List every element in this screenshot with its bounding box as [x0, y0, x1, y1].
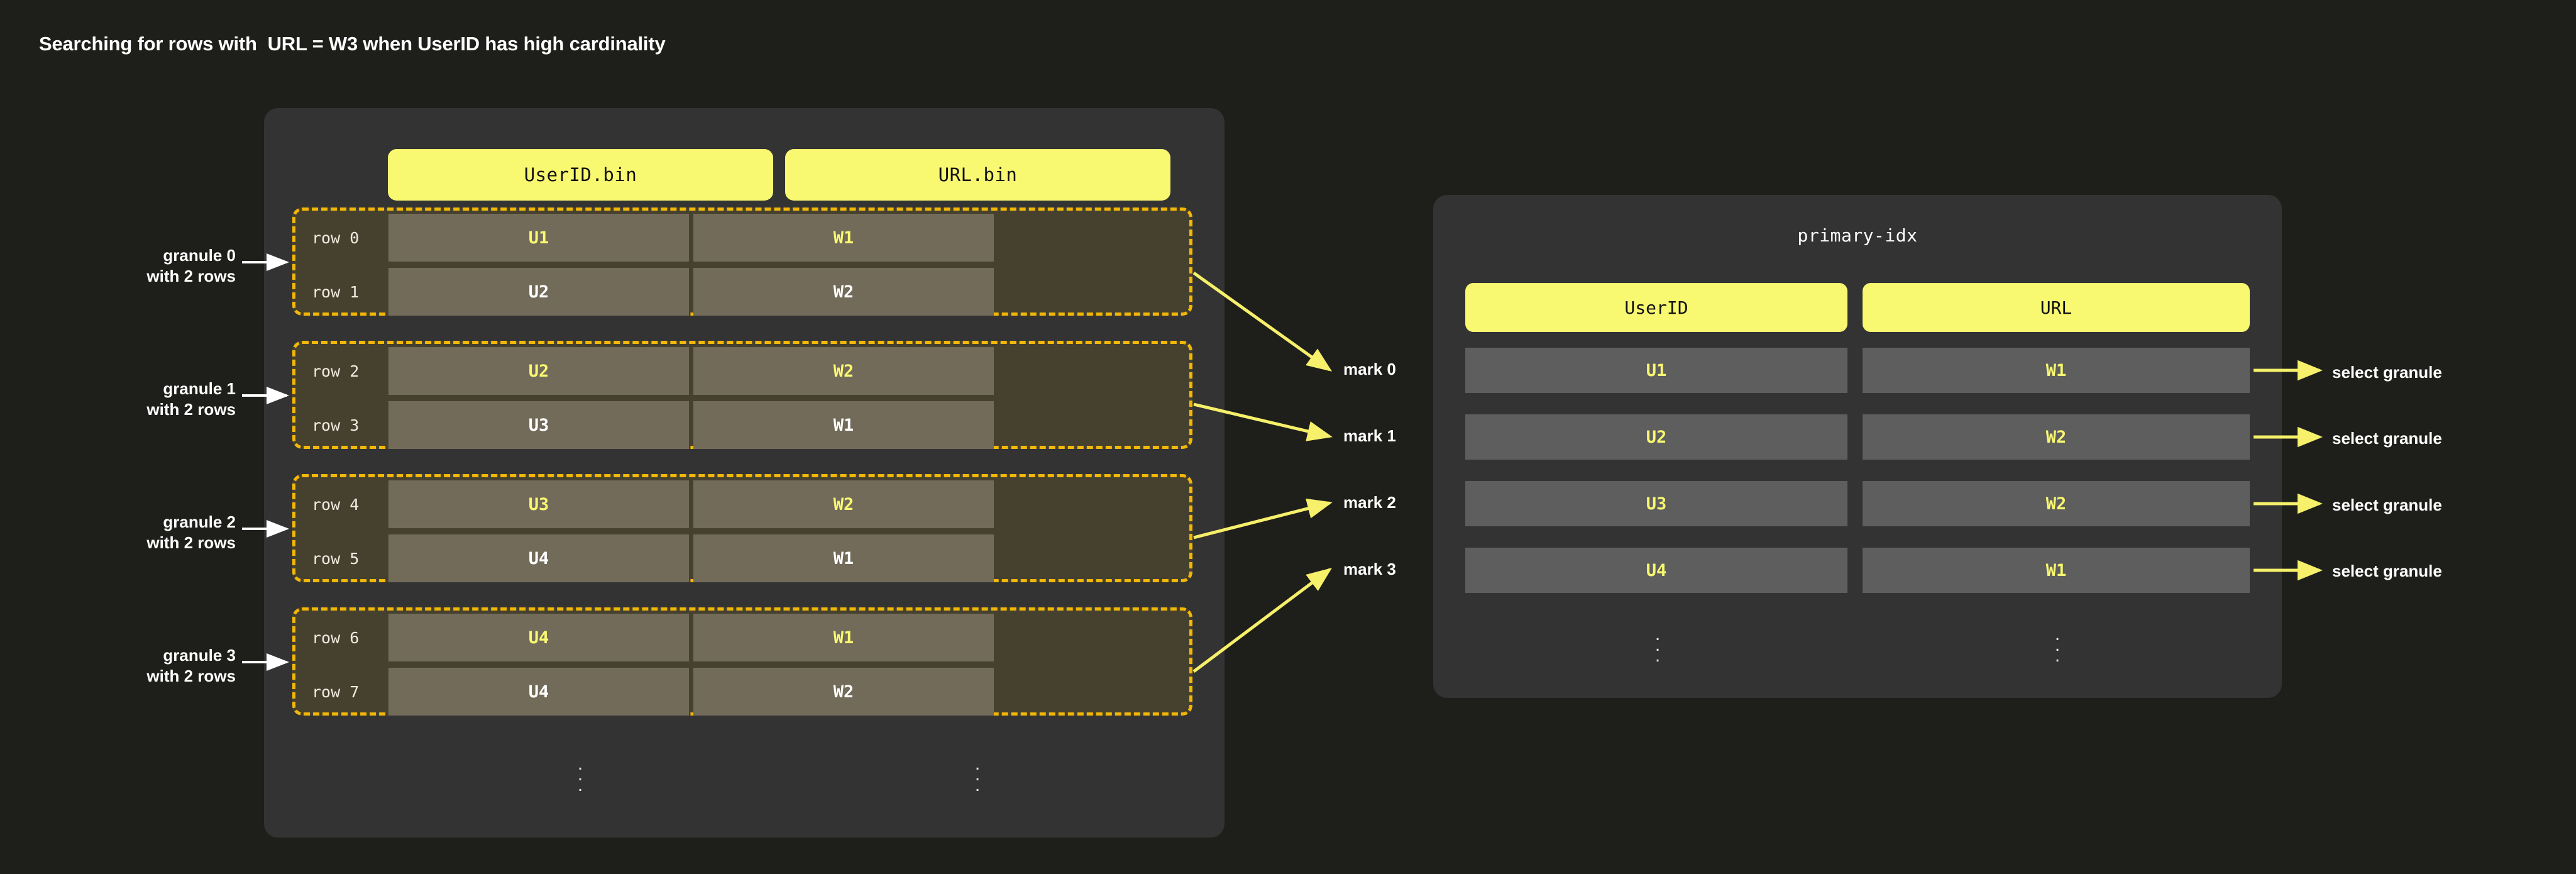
data-cell-url: W2 — [693, 480, 994, 528]
data-cell-url: W1 — [693, 214, 994, 262]
index-cell-userid: U2 — [1465, 414, 1847, 460]
index-cell-url: W1 — [1863, 348, 2250, 393]
select-granule-label-0: select granule — [2332, 363, 2442, 382]
granule-box-1[interactable]: row 2 row 3 U2 W2 U3 W1 — [292, 341, 1192, 449]
index-cell-userid: U1 — [1465, 348, 1847, 393]
mark-label-2: mark 2 — [1343, 493, 1396, 512]
row-label: row 7 — [312, 682, 360, 701]
column-header-userid-bin: UserID.bin — [388, 149, 773, 201]
mark-label-3: mark 3 — [1343, 560, 1396, 578]
page-title: Searching for rows with URL = W3 when Us… — [39, 33, 666, 55]
select-granule-label-1: select granule — [2332, 429, 2442, 448]
row-label: row 2 — [312, 362, 360, 380]
select-granule-label-3: select granule — [2332, 561, 2442, 580]
vertical-ellipsis-icon: ... — [2054, 624, 2061, 666]
granule-note-2: granule 2 with 2 rows — [146, 512, 236, 553]
granule-box-0[interactable]: row 0 row 1 U1 W1 U2 W2 — [292, 207, 1192, 316]
row-label: row 3 — [312, 416, 360, 434]
index-cell-url: W1 — [1863, 548, 2250, 593]
row-label: row 6 — [312, 628, 360, 647]
mark-label-0: mark 0 — [1343, 360, 1396, 379]
data-cell-userid: U1 — [388, 214, 689, 262]
index-cell-url: W2 — [1863, 481, 2250, 526]
primary-index-title: primary-idx — [1797, 225, 1918, 246]
data-cell-url: W2 — [693, 347, 994, 395]
row-label: row 1 — [312, 282, 360, 301]
data-cell-userid: U4 — [388, 614, 689, 661]
data-cell-userid: U3 — [388, 480, 689, 528]
granule-note-0: granule 0 with 2 rows — [146, 246, 236, 286]
row-label: row 4 — [312, 495, 360, 514]
granule-box-2[interactable]: row 4 row 5 U3 W2 U4 W1 — [292, 474, 1192, 582]
index-cell-userid: U3 — [1465, 481, 1847, 526]
data-cell-url: W1 — [693, 534, 994, 582]
data-cell-url: W2 — [693, 668, 994, 716]
column-header-url-bin: URL.bin — [785, 149, 1170, 201]
row-label: row 0 — [312, 228, 360, 247]
granule-box-3[interactable]: row 6 row 7 U4 W1 U4 W2 — [292, 607, 1192, 716]
data-cell-userid: U2 — [388, 347, 689, 395]
vertical-ellipsis-icon: ... — [1654, 624, 1661, 666]
index-cell-url: W2 — [1863, 414, 2250, 460]
index-cell-userid: U4 — [1465, 548, 1847, 593]
mark-label-1: mark 1 — [1343, 426, 1396, 445]
index-column-header-url: URL — [1863, 283, 2250, 332]
data-cell-userid: U4 — [388, 534, 689, 582]
data-cell-url: W1 — [693, 614, 994, 661]
data-cell-userid: U3 — [388, 401, 689, 449]
vertical-ellipsis-icon: ... — [974, 753, 981, 795]
data-cell-url: W1 — [693, 401, 994, 449]
index-column-header-userid: UserID — [1465, 283, 1847, 332]
granule-note-1: granule 1 with 2 rows — [146, 379, 236, 419]
data-cell-url: W2 — [693, 268, 994, 316]
vertical-ellipsis-icon: ... — [577, 753, 583, 795]
granule-note-3: granule 3 with 2 rows — [146, 646, 236, 686]
data-cell-userid: U4 — [388, 668, 689, 716]
data-cell-userid: U2 — [388, 268, 689, 316]
select-granule-label-2: select granule — [2332, 495, 2442, 514]
row-label: row 5 — [312, 549, 360, 568]
